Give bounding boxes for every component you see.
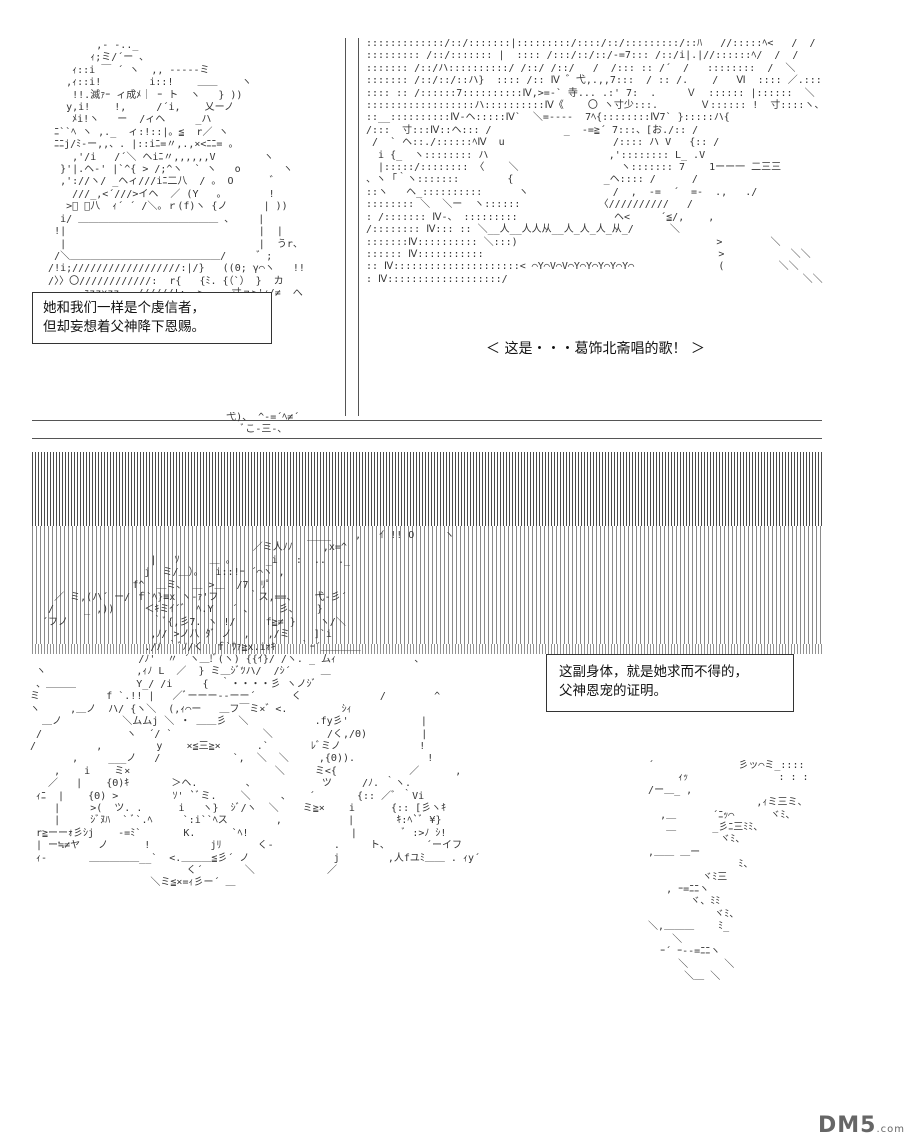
- bubble-line-2: 父神恩宠的证明。: [559, 683, 667, 699]
- bubble-line-2: 但却妄想着父神降下恩赐。: [43, 319, 205, 335]
- panel-separator-bottom: [32, 438, 822, 439]
- bubble-line-1: 这副身体，就是她求而不得的，: [559, 664, 748, 680]
- hatched-band-1: [32, 452, 823, 526]
- top-left-panel: ,- -.._ ｨ;ミ/´ー ､ ｨ::i ￣ ´ ヽ ,, -----ミ ,ｨ…: [30, 40, 340, 420]
- bottom-panel: ____ , ｲ !! O ヽ ／ミ人ﾉﾉ ,x=^ | ｿ ＿ 。 _i : …: [30, 530, 830, 1110]
- logo-suffix: .com: [876, 1124, 905, 1135]
- logo-text: DM5: [817, 1113, 877, 1138]
- shout-text-top-right: ＜ 这是・・・葛饰北斋唱的歌！ ＞: [482, 338, 732, 362]
- hatched-band-3: [32, 644, 823, 654]
- panel-divider-left: [345, 38, 346, 416]
- ascii-art-separator-center: 弋)、 ^-=´ﾍ≠´ ﾞこ-三-､: [226, 412, 300, 436]
- speech-bubble-bottom: 这副身体，就是她求而不得的， 父神恩宠的证明。: [546, 654, 794, 712]
- panel-separator-top: [32, 420, 822, 421]
- speech-bubble-top-left: 她和我们一样是个虔信者， 但却妄想着父神降下恩赐。: [32, 292, 272, 344]
- bubble-line-1: 她和我们一样是个虔信者，: [43, 300, 205, 316]
- hatched-band-2: [32, 526, 823, 644]
- panel-divider-right: [358, 38, 359, 416]
- shout-text: ＜ 这是・・・葛饰北斋唱的歌！ ＞: [486, 341, 705, 357]
- ascii-art-character-bottom: ____ , ｲ !! O ヽ ／ミ人ﾉﾉ ,x=^ | ｿ ＿ 。 _i : …: [30, 530, 481, 889]
- top-right-panel: :::::::::::::/::/:::::::|:::::::::/::::/…: [366, 38, 826, 418]
- ascii-art-right-rays: ´ 彡ッ⌒ミ_:::: ｨｯ : : : /ー＿_ , ,ｨミ三ミ、 ,＿ ´ﾆ…: [648, 760, 809, 982]
- ascii-art-scene-top-right: :::::::::::::/::/:::::::|:::::::::/::::/…: [366, 38, 825, 285]
- site-logo: DM5.com: [818, 1113, 905, 1138]
- ascii-art-character-top-left: ,- -.._ ｨ;ミ/´ー ､ ｨ::i ￣ ´ ヽ ,, -----ミ ,ｨ…: [48, 40, 305, 300]
